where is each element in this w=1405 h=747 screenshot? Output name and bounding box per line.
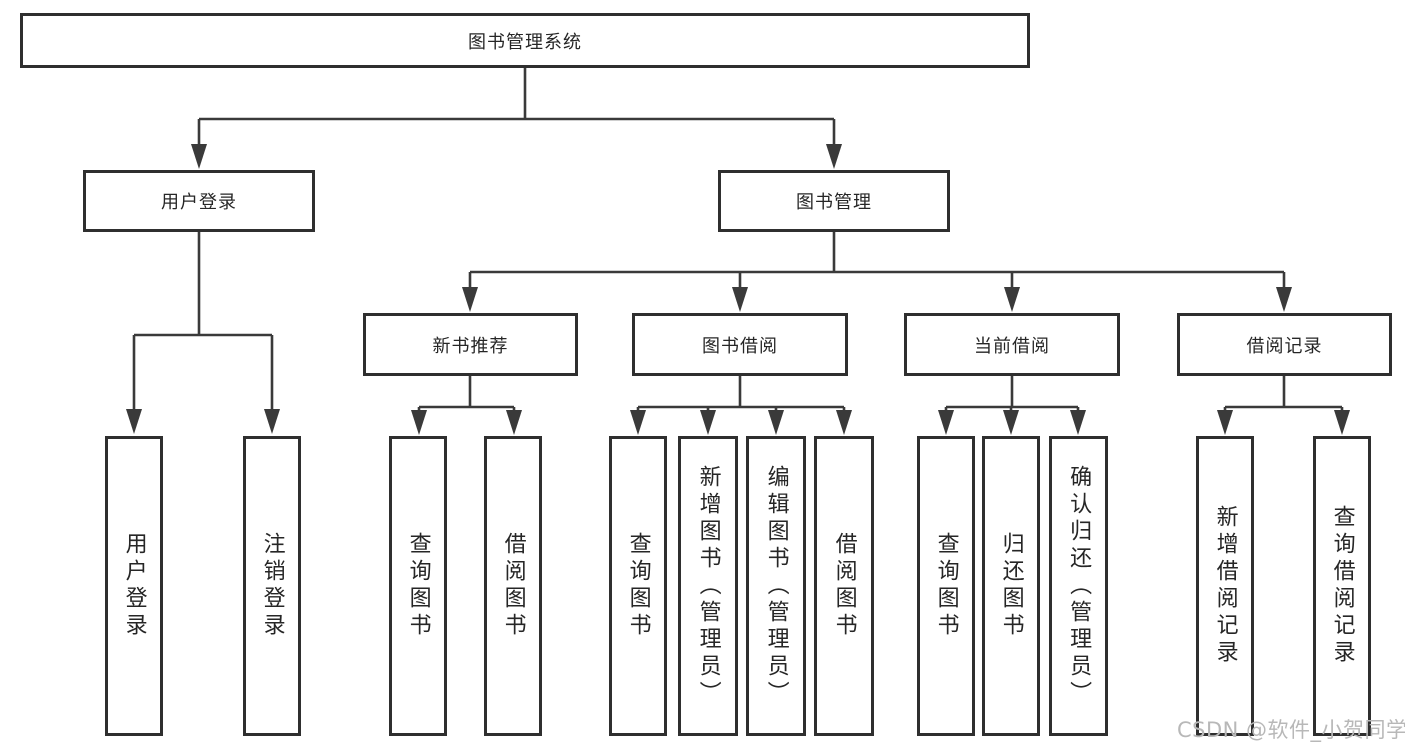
leaf-recommend-borrow-books: 借阅图书: [484, 436, 542, 736]
branch-borrowing-records: [1217, 376, 1350, 435]
leaf-user-login: 用户登录: [105, 436, 163, 736]
node-current-borrowing: 当前借阅: [904, 313, 1120, 376]
leaf-recommend-query-books: 查询图书: [389, 436, 447, 736]
branch-root-to-level2: [191, 68, 842, 169]
node-user-login: 用户登录: [83, 170, 315, 232]
watermark-csdn: CSDN @软件_小贺同学: [1177, 718, 1405, 742]
leaf-records-add-record: 新增借阅记录: [1196, 436, 1254, 736]
leaf-borrowing-add-books-admin: 新增图书（管理员）: [678, 436, 738, 736]
node-new-book-recommendation: 新书推荐: [363, 313, 578, 376]
leaf-current-query-books: 查询图书: [917, 436, 975, 736]
branch-user-login: [126, 232, 280, 434]
leaf-records-query-record: 查询借阅记录: [1313, 436, 1371, 736]
leaf-borrowing-borrow-books: 借阅图书: [814, 436, 874, 736]
node-borrowing-records: 借阅记录: [1177, 313, 1392, 376]
node-book-management: 图书管理: [718, 170, 950, 232]
leaf-borrowing-edit-books-admin: 编辑图书（管理员）: [746, 436, 806, 736]
leaf-current-confirm-return-admin: 确认归还（管理员）: [1049, 436, 1108, 736]
leaf-borrowing-query-books: 查询图书: [609, 436, 667, 736]
branch-book-management: [462, 232, 1292, 312]
leaf-current-return-books: 归还图书: [982, 436, 1040, 736]
leaf-logout: 注销登录: [243, 436, 301, 736]
node-library-management-system: 图书管理系统: [20, 13, 1030, 68]
branch-new-book-recommendation: [411, 376, 522, 435]
node-book-borrowing: 图书借阅: [632, 313, 848, 376]
branch-current-borrowing: [938, 376, 1086, 435]
branch-book-borrowing: [630, 376, 852, 435]
